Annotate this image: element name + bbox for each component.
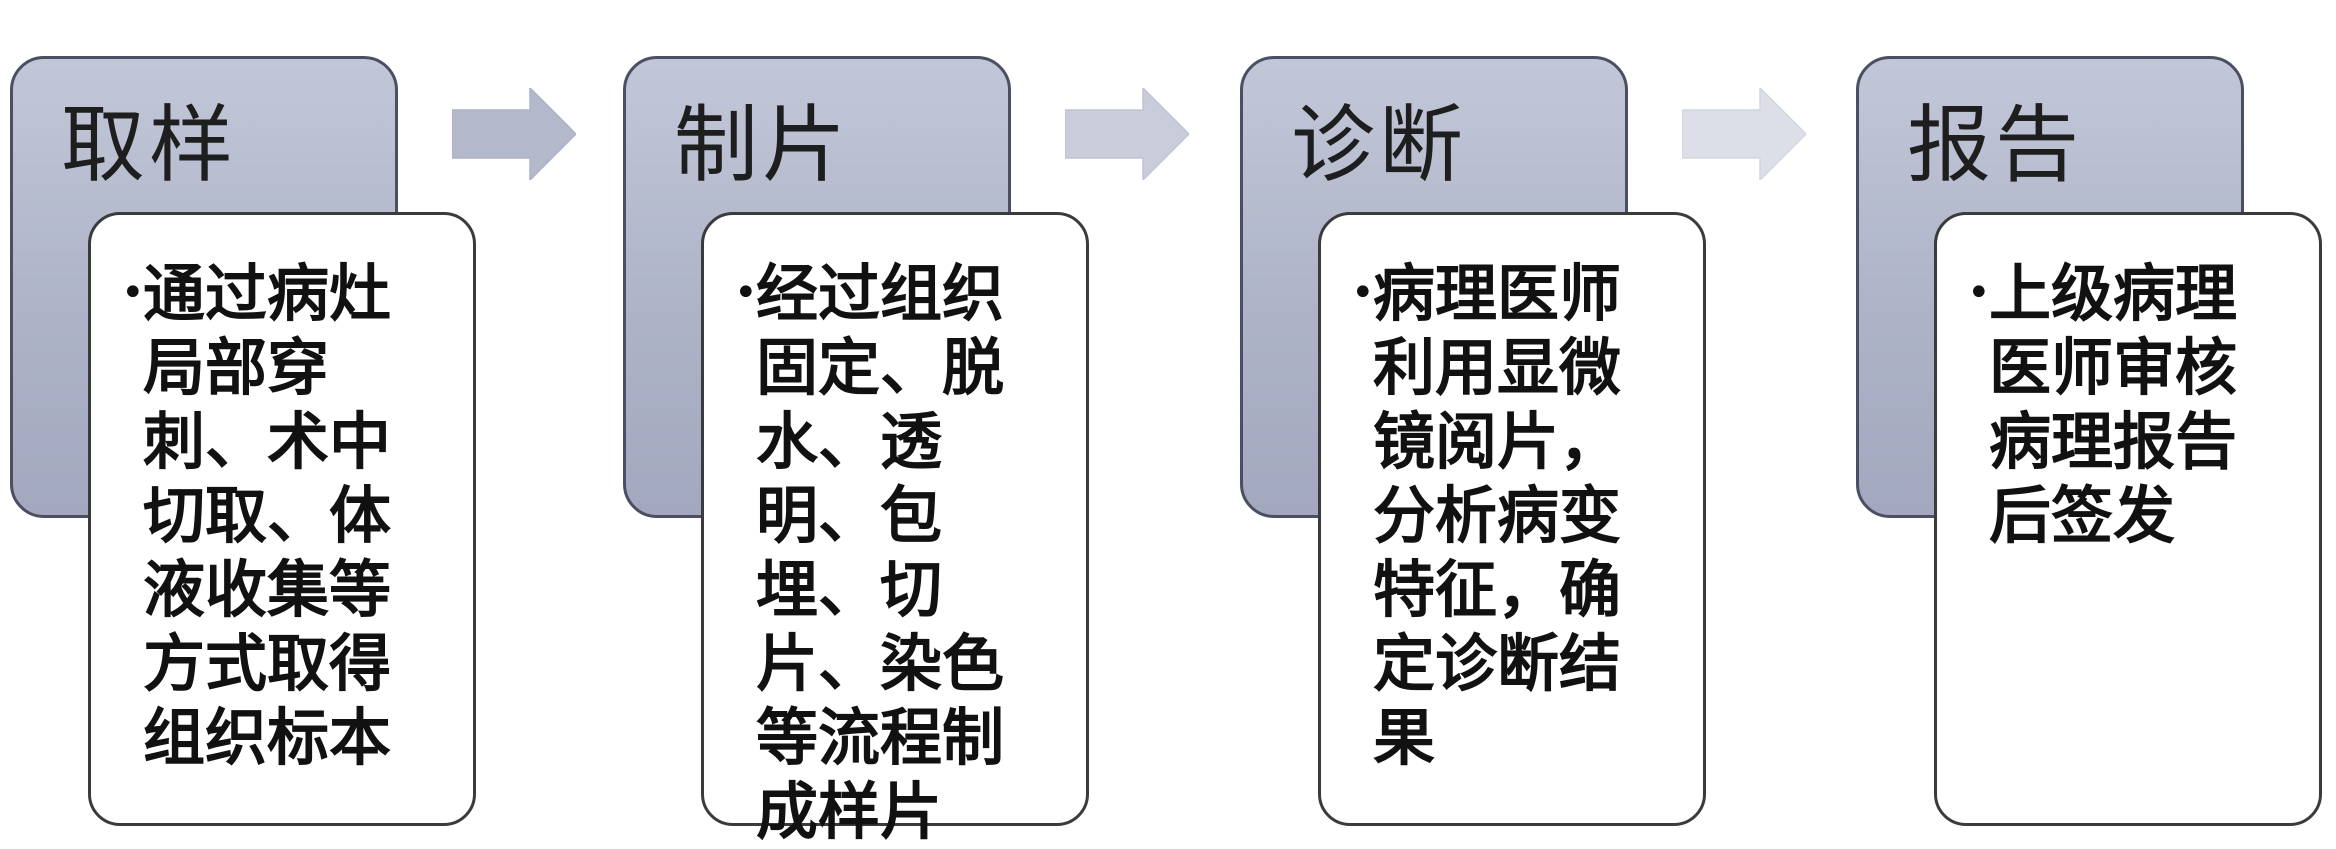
step-title: 制片 <box>674 96 851 194</box>
bullet-icon: • <box>1351 270 1375 316</box>
step-title: 报告 <box>1907 96 2084 194</box>
step-description: 通过病灶局部穿刺、术中切取、体液收集等方式取得组织标本 <box>143 257 392 774</box>
step-title: 诊断 <box>1291 96 1468 194</box>
step-sampling: 取样 • 通过病灶局部穿刺、术中切取、体液收集等方式取得组织标本 <box>0 0 476 840</box>
bullet-icon: • <box>1967 270 1991 316</box>
right-arrow-icon <box>1065 88 1189 180</box>
bullet-icon: • <box>734 270 758 316</box>
step-title: 取样 <box>61 96 238 194</box>
step-description: 经过组织固定、脱水、透明、包埋、切片、染色等流程制成样片 <box>756 257 1005 848</box>
bullet-icon: • <box>121 270 145 316</box>
step-card: • 上级病理医师审核病理报告后签发 <box>1934 212 2322 826</box>
step-description: 病理医师利用显微镜阅片，分析病变特征，确定诊断结果 <box>1373 257 1622 774</box>
right-arrow-icon <box>1682 88 1806 180</box>
step-report: 报告 • 上级病理医师审核病理报告后签发 <box>1846 0 2322 840</box>
step-card: • 通过病灶局部穿刺、术中切取、体液收集等方式取得组织标本 <box>88 212 476 826</box>
right-arrow-icon <box>452 88 576 180</box>
step-card: • 经过组织固定、脱水、透明、包埋、切片、染色等流程制成样片 <box>701 212 1089 848</box>
step-slide-prep: 制片 • 经过组织固定、脱水、透明、包埋、切片、染色等流程制成样片 <box>613 0 1089 848</box>
step-card: • 病理医师利用显微镜阅片，分析病变特征，确定诊断结果 <box>1318 212 1706 826</box>
step-diagnosis: 诊断 • 病理医师利用显微镜阅片，分析病变特征，确定诊断结果 <box>1230 0 1706 840</box>
step-description: 上级病理医师审核病理报告后签发 <box>1989 257 2238 552</box>
